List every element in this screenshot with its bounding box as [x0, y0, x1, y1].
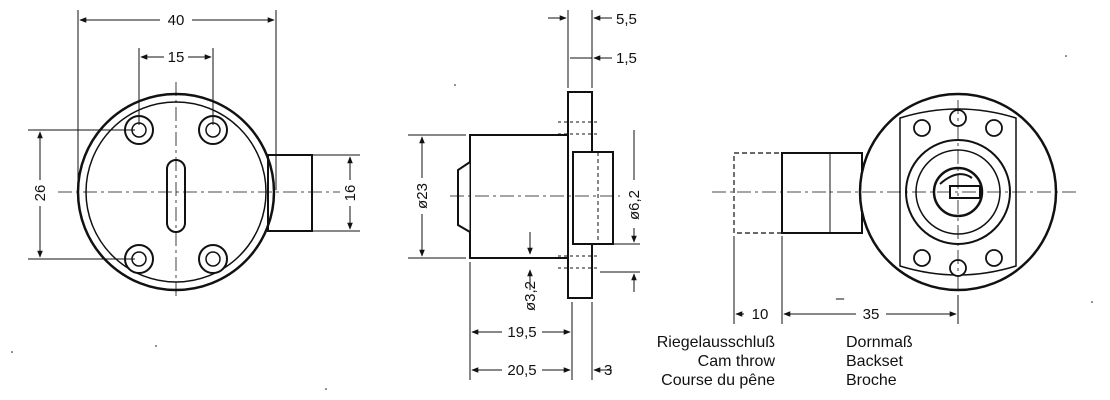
barrel: [469, 134, 571, 259]
dim-cam-throw: 10: [752, 306, 769, 323]
dim-plate-thickness: 5,5: [616, 11, 637, 28]
legend-cam-throw-en: Cam throw: [698, 353, 776, 370]
side-view: 5,5 1,5 ø23 ø6,2 ø3,2 19,5 20,5 3: [408, 10, 643, 380]
legend-cam-throw-fr: Course du pêne: [661, 372, 775, 389]
dim-length-a: 19,5: [507, 324, 536, 341]
front-view: 40 15 26 16: [28, 10, 360, 300]
legend-backset-fr: Broche: [846, 372, 897, 389]
rear-bolt: [781, 152, 863, 234]
dim-width: 40: [168, 12, 185, 29]
dim-offset: 3: [604, 362, 612, 379]
scan-specks: [11, 55, 1093, 390]
dim-dash: –: [836, 290, 845, 307]
dim-bolt: 16: [342, 185, 359, 202]
legend-backset-en: Backset: [846, 353, 903, 370]
dim-body-dia: ø23: [414, 183, 431, 209]
legend-cam-throw-de: Riegelausschluß: [657, 334, 776, 351]
dim-hole-spacing: 15: [168, 49, 185, 66]
cam-throw-outline: [733, 152, 783, 234]
dim-height: 26: [32, 185, 49, 202]
legend-backset-de: Dornmaß: [846, 334, 913, 351]
dim-cam-dia: ø6,2: [626, 190, 643, 220]
cam-block: [572, 151, 614, 245]
dim-flange: 1,5: [616, 50, 637, 67]
screw-holes: [124, 115, 228, 274]
legend: Riegelausschluß Cam throw Course du pêne…: [657, 334, 913, 389]
dim-length-b: 20,5: [507, 362, 536, 379]
rear-view: 10 35 –: [712, 92, 1080, 324]
dim-screw-hole: ø3,2: [522, 281, 539, 311]
dim-backset: 35: [863, 306, 880, 323]
